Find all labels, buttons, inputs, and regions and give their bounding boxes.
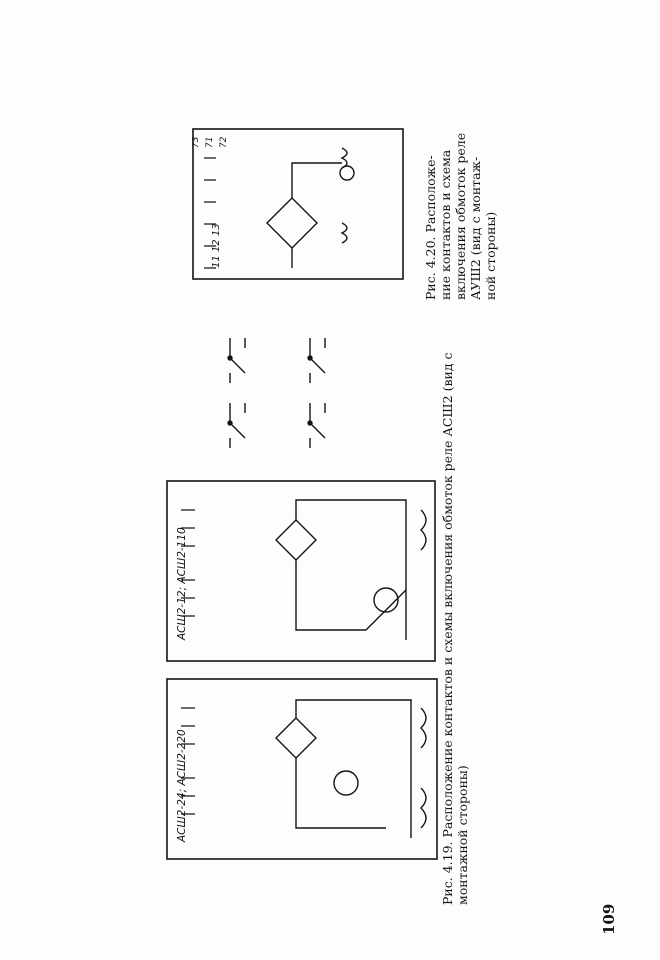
caption-line: включения обмоток реле <box>453 132 468 300</box>
figure-4-20-diagram: 73 71 72 <box>192 128 404 280</box>
caption-line: АУШ2 (вид с монтаж- <box>468 156 483 300</box>
caption-line: монтажной стороны) <box>455 765 470 905</box>
fig420-caption: Рис. 4.20. Расположе- ние контактов и сх… <box>423 133 498 300</box>
fig419-right-header: АСШ2-12; АСШ2-110 <box>176 527 188 640</box>
contact-number: 13 <box>211 223 222 237</box>
figure-4-19-right-diagram <box>166 480 436 662</box>
fig419-left-header: АСШ2-24; АСШ2-220 <box>176 729 188 842</box>
fig419-caption: Рис. 4.19. Расположение контактов и схем… <box>440 352 470 905</box>
caption-line: Рис. 4.20. Расположе- <box>423 155 438 300</box>
fig420-contacts-left: 11 12 13 <box>210 223 223 268</box>
contact-number: 11 <box>211 255 222 268</box>
figure-4-19-left-diagram <box>166 678 438 860</box>
svg-text:72: 72 <box>219 136 229 148</box>
page-number: 109 <box>600 903 618 935</box>
caption-line: Рис. 4.19. Расположение контактов и схем… <box>440 352 455 905</box>
contact-number: 12 <box>211 239 222 253</box>
svg-text:73: 73 <box>192 136 201 148</box>
switch-contacts-diagram <box>227 338 326 448</box>
svg-text:71: 71 <box>205 137 215 148</box>
caption-line: ние контактов и схема <box>438 149 453 300</box>
caption-line: ной стороны) <box>483 211 498 300</box>
